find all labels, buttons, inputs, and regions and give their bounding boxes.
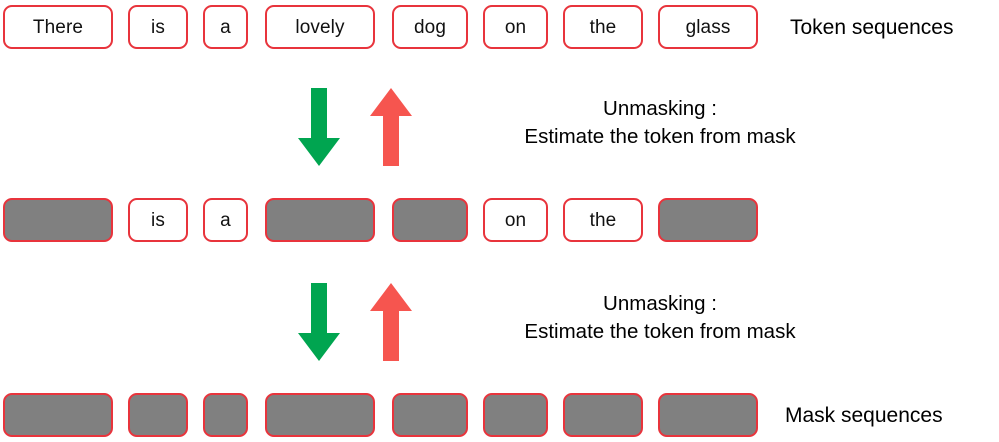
token-box[interactable]: There: [3, 5, 113, 49]
token-box[interactable]: is: [128, 5, 188, 49]
mask-box[interactable]: [483, 393, 548, 437]
mask-box[interactable]: [128, 393, 188, 437]
token-box[interactable]: lovely: [265, 5, 375, 49]
arrow-up-icon: [370, 283, 412, 361]
arrow-up-icon: [370, 88, 412, 166]
token-box[interactable]: is: [128, 198, 188, 242]
mask-box[interactable]: [658, 393, 758, 437]
mask-box[interactable]: [3, 393, 113, 437]
token-row-all-mask: [0, 393, 999, 439]
arrow-down-icon: [298, 88, 340, 166]
token-box[interactable]: a: [203, 198, 248, 242]
mask-box[interactable]: [265, 198, 375, 242]
row-label-mask-sequences: Mask sequences: [785, 404, 943, 427]
caption-line-2: Estimate the token from mask: [524, 125, 796, 149]
mask-box[interactable]: [392, 198, 468, 242]
mask-box[interactable]: [658, 198, 758, 242]
token-box[interactable]: the: [563, 198, 643, 242]
caption-line-1: Unmasking :: [603, 97, 717, 120]
token-row-partial-mask: is a on the: [0, 198, 999, 244]
mask-box[interactable]: [392, 393, 468, 437]
mask-box[interactable]: [203, 393, 248, 437]
arrow-down-icon: [298, 283, 340, 361]
token-box[interactable]: the: [563, 5, 643, 49]
row-label-token-sequences: Token sequences: [790, 16, 954, 39]
mask-box[interactable]: [265, 393, 375, 437]
caption-line-2: Estimate the token from mask: [524, 320, 796, 344]
unmasking-caption-top: Unmasking : Estimate the token from mask: [470, 95, 850, 152]
unmasking-caption-bottom: Unmasking : Estimate the token from mask: [470, 290, 850, 347]
token-box[interactable]: on: [483, 198, 548, 242]
token-box[interactable]: on: [483, 5, 548, 49]
caption-line-1: Unmasking :: [603, 292, 717, 315]
mask-box[interactable]: [563, 393, 643, 437]
token-box[interactable]: a: [203, 5, 248, 49]
token-row-tokens: There is a lovely dog on the glass: [0, 5, 999, 51]
token-box[interactable]: glass: [658, 5, 758, 49]
mask-box[interactable]: [3, 198, 113, 242]
token-box[interactable]: dog: [392, 5, 468, 49]
